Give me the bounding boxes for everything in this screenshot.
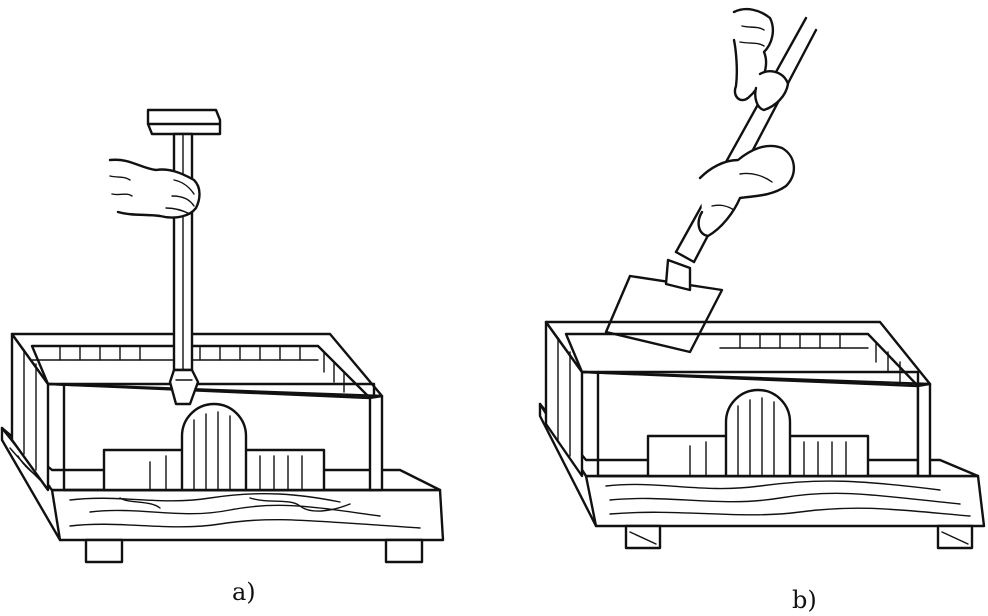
flask-b <box>544 320 932 478</box>
caption-b: b) <box>792 586 817 614</box>
shovel-icon <box>604 16 818 354</box>
panel-a <box>0 108 445 564</box>
hand-icon <box>108 158 201 219</box>
pattern-a <box>102 402 326 492</box>
panel-b <box>538 7 986 550</box>
flask-a <box>10 332 384 492</box>
hand-icon <box>697 7 795 238</box>
flask-planks-b <box>719 333 901 383</box>
caption-a: a) <box>232 578 256 606</box>
wood-grain-icon <box>9 447 421 529</box>
pattern-b <box>646 388 870 478</box>
